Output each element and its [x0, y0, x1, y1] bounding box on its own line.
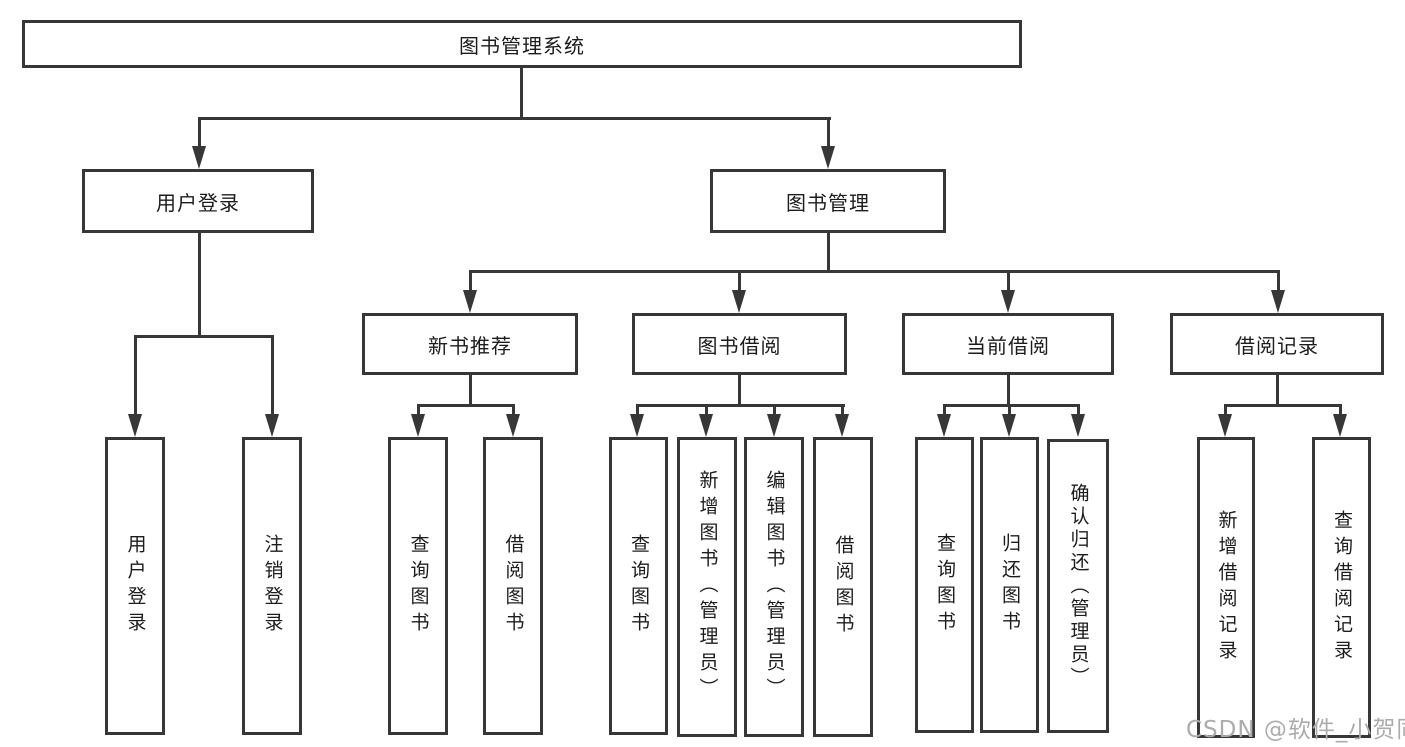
node-label: 图书管理	[786, 190, 870, 215]
arrow-down-icon	[835, 414, 849, 437]
node-user-login: 用户登录	[82, 169, 314, 233]
arrow-down-icon	[821, 146, 835, 169]
connector-line	[198, 233, 201, 338]
arrow-down-icon	[1218, 414, 1232, 437]
connector-line	[1224, 404, 1227, 416]
leaf-user-login: 用户登录	[105, 437, 165, 735]
connector-line	[1077, 404, 1080, 416]
connector-line	[469, 270, 1280, 273]
arrow-down-icon	[411, 414, 425, 437]
leaf-query-books-borrowing: 查询图书	[609, 437, 668, 735]
leaf-edit-books-admin: 编辑图书（管理员）	[744, 437, 804, 737]
connector-line	[417, 404, 515, 407]
arrow-down-icon	[1071, 414, 1085, 437]
connector-line	[1339, 404, 1342, 416]
connector-line	[943, 404, 1080, 407]
leaf-label: 用户登录	[124, 534, 147, 638]
arrow-down-icon	[128, 414, 142, 437]
connector-line	[738, 270, 741, 292]
arrow-down-icon	[1002, 414, 1016, 437]
connector-line	[636, 404, 639, 416]
leaf-label: 新增借阅记录	[1215, 509, 1238, 666]
connector-line	[827, 117, 830, 150]
leaf-query-books-recommend: 查询图书	[388, 437, 448, 735]
node-borrowing-records: 借阅记录	[1170, 313, 1384, 375]
connector-line	[1277, 270, 1280, 292]
node-current-borrowing: 当前借阅	[902, 313, 1114, 375]
leaf-logout: 注销登录	[242, 437, 302, 735]
leaf-label: 归还图书	[999, 533, 1021, 637]
connector-line	[738, 375, 741, 407]
leaf-borrow-books-recommend: 借阅图书	[483, 437, 543, 735]
arrow-down-icon	[1271, 290, 1285, 313]
arrow-down-icon	[767, 414, 781, 437]
arrow-down-icon	[506, 414, 520, 437]
leaf-label: 确认归还（管理员）	[1067, 482, 1090, 690]
arrow-down-icon	[699, 414, 713, 437]
node-label: 新书推荐	[428, 333, 512, 358]
leaf-add-books-admin: 新增图书（管理员）	[677, 437, 737, 737]
csdn-watermark: CSDN @软件_小贺同学	[1186, 717, 1405, 743]
connector-line	[705, 404, 708, 416]
leaf-borrow-books-borrowing: 借阅图书	[813, 437, 873, 737]
leaf-label: 编辑图书（管理员）	[763, 470, 786, 704]
node-label: 当前借阅	[966, 333, 1050, 358]
connector-line	[773, 404, 776, 416]
node-label: 借阅记录	[1235, 333, 1319, 358]
arrow-down-icon	[937, 414, 951, 437]
node-library-management-system: 图书管理系统	[22, 20, 1022, 68]
connector-line	[841, 404, 844, 416]
connector-line	[198, 117, 201, 150]
arrow-down-icon	[732, 290, 746, 313]
arrow-down-icon	[1001, 290, 1015, 313]
connector-line	[417, 404, 420, 416]
leaf-query-borrow-record: 查询借阅记录	[1312, 437, 1371, 738]
leaf-label: 借阅图书	[502, 534, 525, 638]
connector-line	[520, 68, 523, 118]
arrow-down-icon	[1333, 414, 1347, 437]
connector-line	[1007, 270, 1010, 292]
leaf-confirm-return-admin: 确认归还（管理员）	[1047, 439, 1109, 733]
node-book-borrowing: 图书借阅	[632, 313, 847, 375]
arrow-down-icon	[630, 414, 644, 437]
node-label: 用户登录	[156, 190, 240, 215]
connector-line	[271, 335, 274, 415]
arrow-down-icon	[192, 146, 206, 169]
arrow-down-icon	[265, 414, 279, 437]
leaf-label: 注销登录	[261, 534, 284, 638]
leaf-query-books-current: 查询图书	[915, 437, 974, 733]
connector-line	[827, 233, 830, 273]
node-label: 图书借阅	[697, 333, 782, 358]
arrow-down-icon	[463, 290, 477, 313]
connector-line	[469, 270, 472, 292]
connector-line	[469, 375, 472, 407]
connector-line	[134, 335, 137, 415]
leaf-label: 查询图书	[628, 534, 650, 638]
leaf-label: 查询图书	[407, 534, 430, 638]
leaf-add-borrow-record: 新增借阅记录	[1197, 437, 1255, 738]
connector-line	[134, 335, 274, 338]
node-new-book-recommendation: 新书推荐	[362, 313, 578, 375]
connector-line	[512, 404, 515, 416]
connector-line	[1276, 375, 1279, 407]
connector-line	[636, 404, 845, 407]
leaf-label: 新增图书（管理员）	[696, 470, 719, 704]
connector-line	[943, 404, 946, 416]
leaf-label: 借阅图书	[832, 535, 855, 639]
leaf-label: 查询图书	[934, 533, 956, 637]
leaf-label: 查询借阅记录	[1331, 509, 1353, 666]
connector-line	[1007, 375, 1010, 407]
connector-line	[1008, 404, 1011, 416]
node-label: 图书管理系统	[459, 33, 585, 58]
node-book-management: 图书管理	[710, 169, 946, 233]
leaf-return-books: 归还图书	[980, 437, 1039, 733]
connector-line	[1224, 404, 1342, 407]
connector-line	[198, 117, 831, 120]
